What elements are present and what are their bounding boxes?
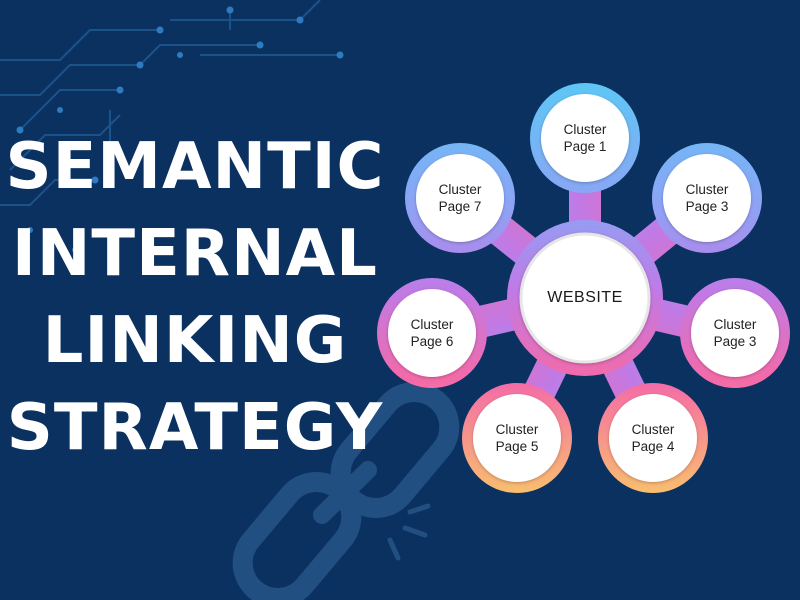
cluster-label-line2: Page 1	[563, 139, 607, 154]
cluster-node-6	[388, 289, 476, 377]
cluster-label-line2: Page 3	[685, 199, 729, 214]
cluster-label-line1: Cluster	[410, 317, 454, 332]
cluster-label-line1: Cluster	[563, 122, 607, 137]
center-node	[519, 232, 651, 364]
cluster-label-line1: Cluster	[685, 182, 729, 197]
cluster-node-4	[609, 394, 697, 482]
cluster-node-1	[541, 94, 629, 182]
cluster-label-line2: Page 3	[713, 334, 757, 349]
cluster-label-line1: Cluster	[438, 182, 482, 197]
cluster-node-3	[691, 289, 779, 377]
broken-chain-link-icon	[232, 382, 460, 600]
hub-diagram	[377, 83, 790, 493]
title-line-4: STRATEGY	[6, 391, 384, 465]
title-line-1: SEMANTIC	[5, 130, 385, 204]
cluster-node-5	[473, 394, 561, 482]
cluster-node-2	[663, 154, 751, 242]
cluster-label-line2: Page 7	[438, 199, 482, 214]
hub-inner-circles	[388, 94, 779, 482]
cluster-label-line2: Page 5	[495, 439, 539, 454]
title-line-3: LINKING	[42, 304, 348, 378]
cluster-node-7	[416, 154, 504, 242]
cluster-label-line2: Page 4	[631, 439, 675, 454]
title-line-2: INTERNAL	[12, 217, 378, 291]
chain-break-sparks	[387, 503, 431, 561]
circuit-dots	[16, 6, 344, 253]
center-node-label: WEBSITE	[547, 289, 623, 306]
cluster-label-line1: Cluster	[631, 422, 675, 437]
cluster-label-line2: Page 6	[410, 334, 454, 349]
cluster-label-line1: Cluster	[713, 317, 757, 332]
cluster-label-line1: Cluster	[495, 422, 539, 437]
